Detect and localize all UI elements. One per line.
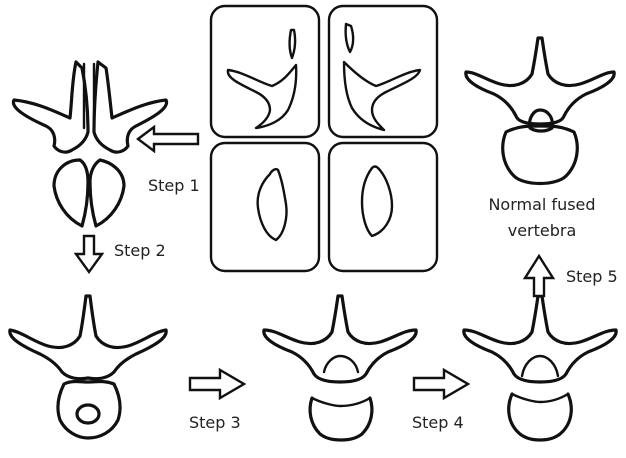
vertebra-stage-2 [10,296,166,438]
step-3-arrow [190,370,244,398]
result-label-line2: vertebra [508,221,577,240]
step-1-arrow [138,127,198,151]
result-label-line1: Normal fused [488,195,595,214]
step-5-arrow [525,256,553,296]
ossification-panels [211,6,437,271]
fused-canal [530,110,553,131]
step-1-label: Step 1 [148,176,200,195]
step-3-label: Step 3 [189,413,241,432]
panel-bottom-right [329,143,437,271]
right-centrum-half [90,160,124,226]
stage-2-body [58,382,120,439]
stage-4-canal [522,356,558,376]
fused-body [503,126,578,184]
step-5-label: Step 5 [566,267,618,286]
stage-2-arch [10,296,166,379]
stage-2-centrum-ring [77,405,99,423]
stage-3-arch [264,296,416,382]
left-centrum-half [54,160,88,226]
vertebra-stage-3 [264,296,416,440]
stage-3-growth-line [312,398,370,406]
stage-3-canal [324,356,358,372]
vertebra-stage-4 [464,296,616,440]
left-neural-arch [13,62,88,152]
stage-3-body [310,398,372,440]
panel-bottom-left [211,143,319,271]
step-4-label: Step 4 [412,413,464,432]
step-4-arrow [414,370,468,398]
stage-4-growth-line [512,394,568,402]
stage-4-arch [464,296,616,382]
step-2-arrow [76,236,102,272]
step-2-label: Step 2 [114,241,166,260]
vertebra-normal-fused [466,38,614,184]
